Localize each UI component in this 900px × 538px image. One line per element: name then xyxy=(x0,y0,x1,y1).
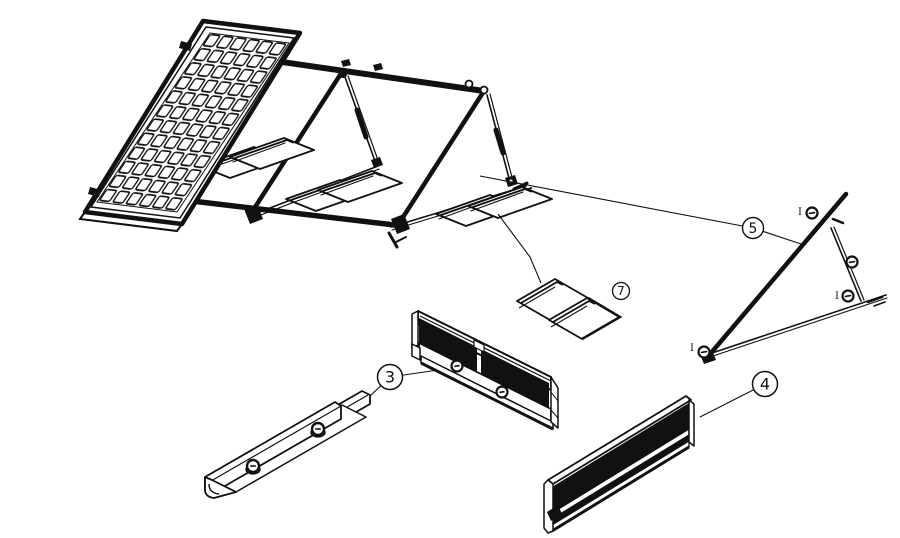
bolt-mark: I xyxy=(798,207,802,218)
rail4-left-cap xyxy=(543,479,554,534)
bar-clamp-tab xyxy=(341,59,351,67)
bar-end-bolt-icon xyxy=(464,79,474,89)
solar-panel xyxy=(78,18,303,233)
rail-rubber-pad xyxy=(481,349,549,408)
splice-plate-ridge xyxy=(520,280,564,304)
callout-5-label: 5 xyxy=(749,221,758,237)
rail4-rubber-face xyxy=(552,403,689,513)
right-foot xyxy=(391,214,410,234)
rail-rubber-pad xyxy=(419,318,477,372)
bracket-top-pin xyxy=(831,217,845,225)
splice-plate-fold xyxy=(550,305,588,328)
rail-right-cap-line xyxy=(550,409,559,419)
leader-line-7 xyxy=(497,213,542,284)
bracket-bolt-icon xyxy=(697,345,711,359)
part-triangle-bracket: I I I xyxy=(690,191,888,364)
channel-front-wall xyxy=(204,401,342,495)
callout-3-label: 3 xyxy=(385,368,395,387)
rail-bolt-icon xyxy=(450,359,464,373)
mid-rear-foot xyxy=(371,157,383,168)
right-triangle-hypotenuse xyxy=(395,88,487,228)
part-slide-in-rail xyxy=(411,310,559,431)
mid-foot xyxy=(244,204,263,224)
callouts: 3 4 5 7 xyxy=(376,216,779,398)
bolt-mark: I xyxy=(835,291,839,302)
channel-bolt-icon xyxy=(310,421,326,438)
channel-open-end-arc xyxy=(208,483,220,495)
leader-line-5-left xyxy=(479,175,754,229)
rail-back-edge xyxy=(419,315,554,383)
mid-strut xyxy=(347,75,380,164)
rail-splice-tab xyxy=(473,339,485,353)
callout-4: 4 xyxy=(751,370,779,398)
callout-5: 5 xyxy=(741,216,765,240)
bracket-base-screw xyxy=(866,295,884,304)
callout-7: 7 xyxy=(611,281,631,301)
mid-strut-sleeve xyxy=(354,107,369,140)
front-base-bar xyxy=(172,196,406,229)
right-strut xyxy=(489,93,514,182)
rail4-left-notch xyxy=(547,505,562,521)
panel-clamp-icon xyxy=(88,187,101,197)
bracket-bolt-icon xyxy=(845,255,859,269)
channel-bolt-icon xyxy=(244,458,261,475)
bracket-base-screw xyxy=(873,301,886,307)
splice-plate-fold xyxy=(518,286,556,309)
part-splice-plate xyxy=(516,278,623,341)
panel-inner-frame xyxy=(89,26,296,219)
splice-plate-shadow-edge xyxy=(581,296,623,341)
right-foot-mark xyxy=(395,236,407,243)
mounting-frame xyxy=(95,53,553,249)
callout-4-label: 4 xyxy=(760,375,770,394)
bracket-base-rail xyxy=(706,297,888,359)
right-foot-mark xyxy=(387,231,399,249)
splice-plate-ridge xyxy=(552,299,596,323)
panel-clamp-icon xyxy=(179,41,192,51)
right-strut-sleeve xyxy=(493,127,506,156)
rail4-lower-strip xyxy=(552,435,689,525)
rail-bolt-icon xyxy=(495,385,509,399)
channel-front-edge xyxy=(210,405,342,482)
rail-bottom-edge xyxy=(420,361,554,431)
rail-left-cap-step xyxy=(411,343,421,361)
bracket-bolt-icon xyxy=(841,289,855,303)
bracket-bolt-icon xyxy=(805,206,819,220)
bolt-mark: I xyxy=(690,343,694,354)
callout-3: 3 xyxy=(376,363,404,391)
rail-left-cap xyxy=(411,310,419,349)
bracket-base-rail xyxy=(705,294,887,356)
rail4-bottom-edge xyxy=(551,445,690,533)
rail-right-cap-line xyxy=(550,391,559,402)
rail4-right-cap xyxy=(688,399,695,447)
panel-cells-grid xyxy=(97,33,289,212)
callout-7-label: 7 xyxy=(617,284,625,298)
part-base-channel xyxy=(204,390,371,499)
bar-end-bolt-icon xyxy=(479,85,489,95)
bracket-hypotenuse xyxy=(708,191,849,356)
rail-right-cap xyxy=(550,376,559,429)
part-mounting-rail xyxy=(543,395,695,534)
mid-hinge xyxy=(339,70,347,78)
bar-clamp-tab xyxy=(373,63,383,71)
